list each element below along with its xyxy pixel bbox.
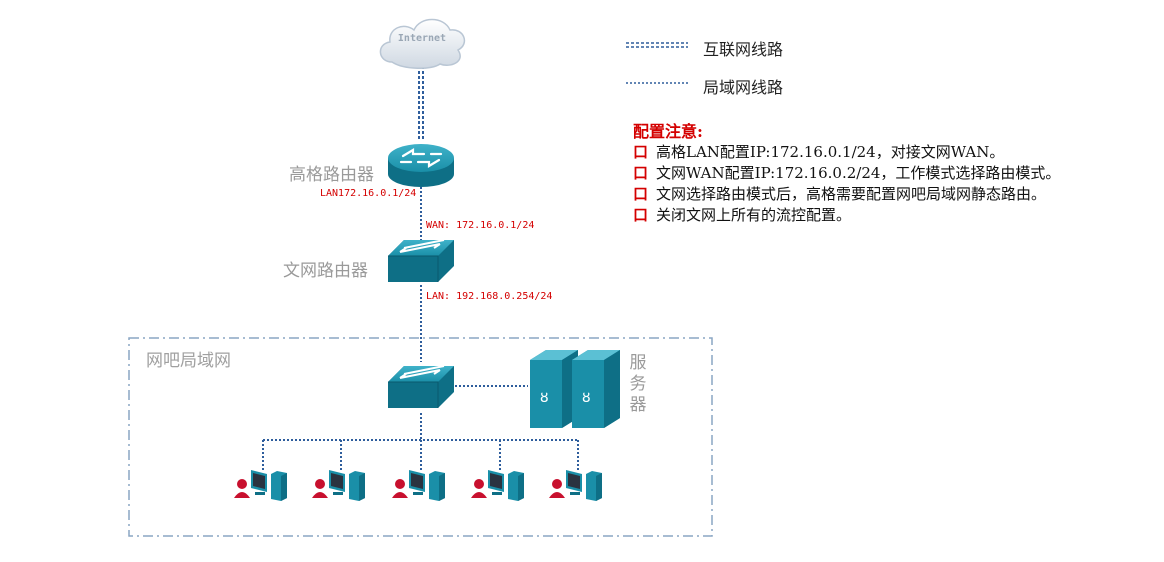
- cloud-label: Internet: [397, 33, 447, 44]
- lan-switch-icon: [388, 365, 454, 408]
- config-notes: 配置注意: 口高格LAN配置IP:172.16.0.1/24，对接文网WAN。 …: [633, 118, 1060, 226]
- config-note-text: 高格LAN配置IP:172.16.0.1/24，对接文网WAN。: [656, 143, 1005, 161]
- gaoge-router-name: 高格路由器: [289, 165, 374, 185]
- gaoge-router-lan-ip: LAN172.16.0.1/24: [320, 188, 417, 199]
- client-group: [234, 470, 602, 501]
- legend-internet-line-sample: [626, 42, 688, 48]
- config-note-item: 口高格LAN配置IP:172.16.0.1/24，对接文网WAN。: [633, 142, 1060, 163]
- note-bullet: 口: [633, 206, 649, 224]
- config-note-item: 口文网WAN配置IP:172.16.0.2/24，工作模式选择路由模式。: [633, 163, 1060, 184]
- client-workstation-icon: [234, 470, 287, 501]
- config-note-text: 文网选择路由模式后，高格需要配置网吧局域网静态路由。: [656, 185, 1047, 203]
- wenwang-router-lan-ip: LAN: 192.168.0.254/24: [426, 291, 553, 302]
- server-label-char: 器: [629, 395, 647, 415]
- server-label-char: 务: [629, 374, 647, 394]
- gaoge-router-icon: [388, 144, 454, 187]
- svg-text:ȣ: ȣ: [582, 390, 591, 406]
- server-label: 服 务 器: [628, 353, 648, 416]
- config-note-text: 关闭文网上所有的流控配置。: [656, 206, 852, 224]
- note-bullet: 口: [633, 185, 649, 203]
- client-workstation-icon: [312, 470, 365, 501]
- config-notes-list: 口高格LAN配置IP:172.16.0.1/24，对接文网WAN。 口文网WAN…: [633, 142, 1060, 226]
- config-note-item: 口文网选择路由模式后，高格需要配置网吧局域网静态路由。: [633, 184, 1060, 205]
- lan-lines: [262, 187, 579, 470]
- legend-internet-line-label: 互联网线路: [703, 40, 784, 59]
- config-note-item: 口关闭文网上所有的流控配置。: [633, 205, 1060, 226]
- internet-line: [418, 66, 424, 140]
- note-bullet: 口: [633, 143, 649, 161]
- internet-cloud-icon: [379, 18, 466, 69]
- config-notes-title: 配置注意:: [633, 122, 703, 141]
- client-workstation-icon: [549, 470, 602, 501]
- server-label-char: 服: [629, 353, 647, 373]
- config-note-text: 文网WAN配置IP:172.16.0.2/24，工作模式选择路由模式。: [656, 164, 1061, 182]
- note-bullet: 口: [633, 164, 649, 182]
- client-workstation-icon: [392, 470, 445, 501]
- wenwang-router-icon: [388, 239, 454, 282]
- lan-area-title: 网吧局域网: [146, 351, 231, 371]
- svg-text:ȣ: ȣ: [540, 390, 549, 406]
- server-icon: ȣ ȣ: [530, 350, 620, 428]
- wenwang-router-name: 文网路由器: [283, 261, 368, 281]
- legend-lan-line-label: 局域网线路: [703, 78, 784, 97]
- wenwang-router-wan-ip: WAN: 172.16.0.1/24: [426, 220, 535, 231]
- lan-area-border: [128, 337, 713, 537]
- client-workstation-icon: [471, 470, 524, 501]
